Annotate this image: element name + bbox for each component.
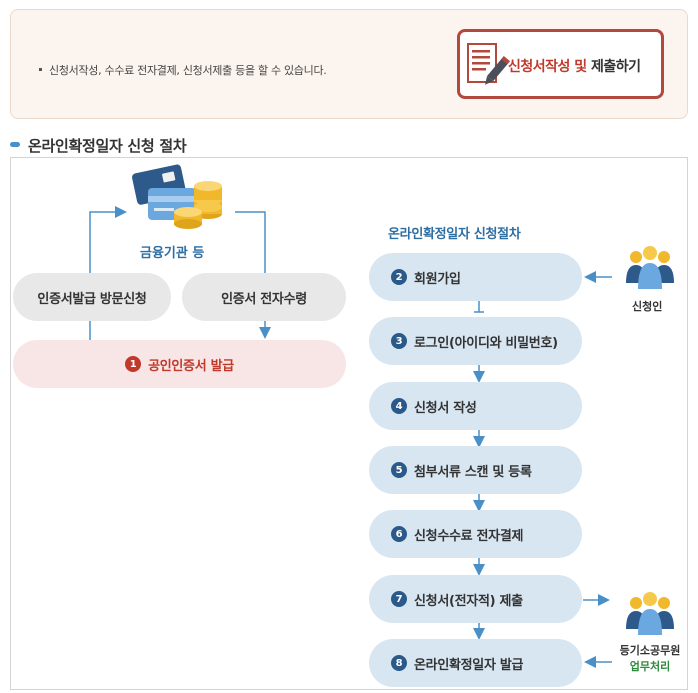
step-number-badge: 3 bbox=[391, 333, 407, 349]
visit-application-pill: 인증서발급 방문신청 bbox=[13, 273, 171, 321]
applicant-people-icon bbox=[626, 246, 674, 289]
step-number-badge: 5 bbox=[391, 462, 407, 478]
step-label: 신청수수료 전자결제 bbox=[414, 528, 524, 544]
step-label: 신청서(전자적) 제출 bbox=[414, 593, 523, 609]
apply-button-label-part2: 제출하기 bbox=[591, 59, 641, 75]
procedure-frame bbox=[10, 157, 688, 690]
section-title: 온라인확정일자 신청 절차 bbox=[10, 135, 187, 156]
step-label: 신청서 작성 bbox=[414, 400, 477, 416]
step-number-badge: 1 bbox=[125, 356, 142, 372]
step-number-badge: 2 bbox=[391, 269, 407, 285]
step-number-badge: 7 bbox=[391, 591, 407, 607]
flow-title: 온라인확정일자 신청절차 bbox=[388, 227, 521, 242]
official-label-line2: 업무처리 bbox=[629, 660, 671, 673]
step-label: 회원가입 bbox=[414, 271, 461, 287]
info-text-content: 신청서작성, 수수료 전자결제, 신청서제출 등을 할 수 있습니다. bbox=[49, 64, 327, 77]
section-title-text: 온라인확정일자 신청 절차 bbox=[28, 137, 187, 155]
visit-application-label: 인증서발급 방문신청 bbox=[37, 291, 147, 307]
bank-label: 금융기관 등 bbox=[140, 246, 205, 261]
bank-card-coins-icon bbox=[132, 164, 222, 229]
step-signup: 2 회원가입 bbox=[369, 253, 582, 301]
step-label: 온라인확정일자 발급 bbox=[414, 657, 524, 673]
step-number-badge: 8 bbox=[391, 655, 407, 671]
step-login: 3 로그인(아이디와 비밀번호) bbox=[369, 317, 582, 365]
step-pay-fee: 6 신청수수료 전자결제 bbox=[369, 510, 582, 558]
certificate-issue-pill: 1 공인인증서 발급 bbox=[13, 340, 346, 388]
applicant-label-text: 신청인 bbox=[632, 300, 663, 313]
step-number-badge: 4 bbox=[391, 398, 407, 414]
official-label-line1: 등기소공무원 bbox=[619, 644, 681, 657]
step-write-application: 4 신청서 작성 bbox=[369, 382, 582, 430]
electronic-receive-pill: 인증서 전자수령 bbox=[182, 273, 346, 321]
certificate-issue-label: 공인인증서 발급 bbox=[148, 358, 234, 374]
official-people-icon bbox=[626, 592, 674, 635]
step-number-badge: 6 bbox=[391, 526, 407, 542]
bullet-icon bbox=[39, 67, 42, 71]
electronic-receive-label: 인증서 전자수령 bbox=[221, 291, 307, 307]
apply-submit-button[interactable]: 신청서작성 및 제출하기 bbox=[457, 29, 664, 99]
step-label: 첨부서류 스캔 및 등록 bbox=[414, 464, 532, 480]
info-text: 신청서작성, 수수료 전자결제, 신청서제출 등을 할 수 있습니다. bbox=[39, 62, 327, 78]
official-label: 등기소공무원 업무처리 bbox=[614, 642, 686, 674]
apply-button-label: 신청서작성 및 제출하기 bbox=[508, 56, 641, 76]
step-submit: 7 신청서(전자적) 제출 bbox=[369, 575, 582, 623]
step-scan-documents: 5 첨부서류 스캔 및 등록 bbox=[369, 446, 582, 494]
step-label: 로그인(아이디와 비밀번호) bbox=[414, 335, 558, 351]
apply-button-label-part1: 신청서작성 및 bbox=[508, 59, 592, 75]
applicant-label: 신청인 bbox=[632, 298, 662, 314]
title-marker-icon bbox=[10, 142, 20, 147]
document-pen-icon bbox=[467, 43, 510, 85]
step-issue: 8 온라인확정일자 발급 bbox=[369, 639, 582, 687]
